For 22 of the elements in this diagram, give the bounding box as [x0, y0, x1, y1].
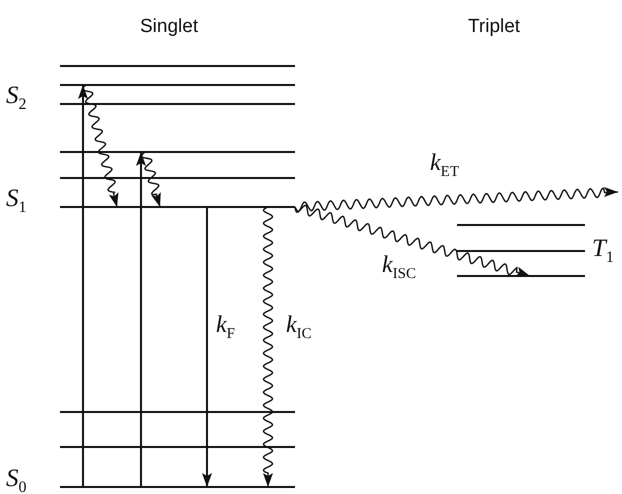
wavy-arrow	[82, 84, 118, 208]
arrow	[136, 152, 146, 487]
wavy-arrow	[262, 206, 274, 487]
level-label: S$_{1}$	[6, 185, 26, 218]
wavy-arrow	[294, 204, 530, 277]
energy-level-line	[60, 65, 295, 67]
wavy-arrow	[294, 187, 618, 212]
energy-level-line	[60, 151, 295, 153]
energy-level-line	[60, 446, 295, 448]
energy-level-line	[60, 411, 295, 413]
arrow	[202, 207, 212, 487]
level-label: S$_{0}$	[6, 465, 26, 494]
energy-level-line	[457, 275, 585, 277]
arrow	[78, 85, 88, 487]
energy-level-line	[60, 177, 295, 179]
column-heading: Singlet	[140, 16, 198, 38]
level-label: T$_{1}$	[592, 235, 614, 268]
energy-level-line	[60, 84, 295, 86]
column-heading: Triplet	[468, 16, 520, 38]
level-label: S$_{2}$	[6, 82, 26, 115]
energy-level-line	[457, 224, 585, 226]
wavy-arrow	[140, 151, 161, 208]
